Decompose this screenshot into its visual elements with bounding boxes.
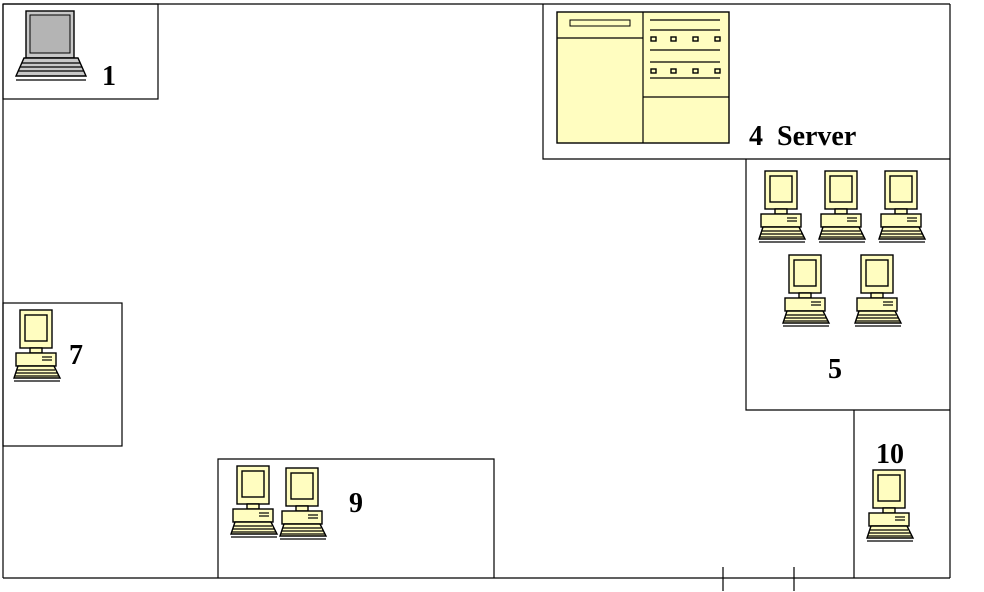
desktop-computer-icon bbox=[818, 170, 866, 243]
zone-4-server: 4 Server bbox=[542, 4, 950, 160]
outer-wall bbox=[2, 3, 951, 591]
server-rack-icon bbox=[556, 11, 730, 144]
desktop-computer-icon bbox=[758, 170, 806, 243]
zone-7-label: 7 bbox=[69, 340, 83, 371]
desktop-computer-icon bbox=[230, 465, 278, 538]
desktop-computer-icon bbox=[279, 467, 327, 540]
zone-10: 10 bbox=[853, 410, 914, 578]
zone-5: 5 bbox=[745, 159, 950, 411]
zone-9: 9 bbox=[217, 458, 495, 578]
zone-10-label: 10 bbox=[876, 439, 904, 470]
zone-1-label: 1 bbox=[102, 61, 116, 92]
laptop-icon bbox=[14, 10, 88, 81]
desktop-computer-icon bbox=[878, 170, 926, 243]
desktop-computer-icon bbox=[866, 469, 914, 542]
desktop-computer-icon bbox=[782, 254, 830, 327]
zone-5-label: 5 bbox=[828, 354, 842, 385]
zone-1: 1 bbox=[2, 3, 159, 100]
zone-7: 7 bbox=[2, 302, 123, 447]
zone-9-label: 9 bbox=[349, 488, 363, 519]
desktop-computer-icon bbox=[13, 309, 61, 382]
zone-4-label: 4 Server bbox=[749, 121, 856, 152]
desktop-computer-icon bbox=[854, 254, 902, 327]
